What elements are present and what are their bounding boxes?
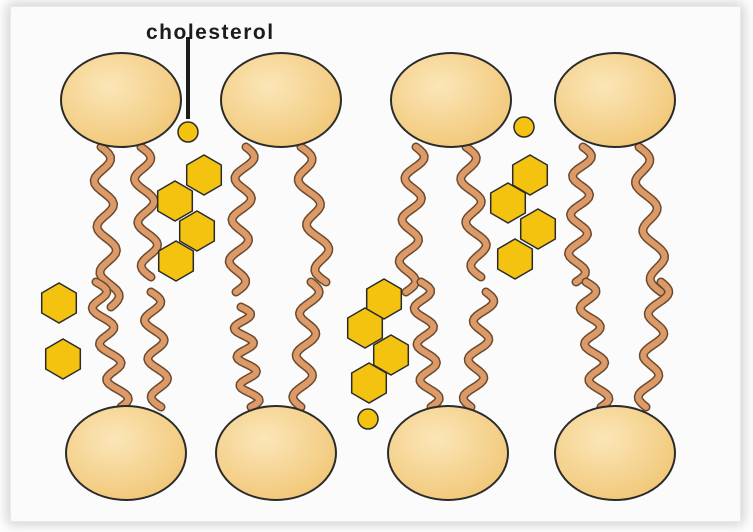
cholesterol-3-hydroxyl bbox=[358, 409, 378, 429]
cholesterol-1-hydroxyl bbox=[178, 122, 198, 142]
cholesterol-2-ring-3 bbox=[521, 209, 556, 249]
tail-top-1b bbox=[135, 147, 158, 277]
cholesterol-1-ring-2 bbox=[158, 181, 193, 221]
cholesterol-1-ring-3 bbox=[180, 211, 215, 251]
cholesterol-label: cholesterol bbox=[146, 21, 275, 44]
cholesterol-1-ring-4 bbox=[159, 241, 194, 281]
phospholipid-head-top-1 bbox=[61, 53, 181, 147]
cholesterol-2-ring-4 bbox=[498, 239, 533, 279]
phospholipid-head-top-4 bbox=[555, 53, 675, 147]
cholesterol-1-ring-1 bbox=[187, 155, 222, 195]
cholesterol-4-ring-2 bbox=[46, 339, 81, 379]
phospholipid-head-top-2 bbox=[221, 53, 341, 147]
lipid-bilayer-diagram: cholesterol bbox=[11, 7, 741, 522]
phospholipid-head-bottom-4 bbox=[555, 406, 675, 500]
phospholipid-head-bottom-2 bbox=[216, 406, 336, 500]
phospholipid-head-bottom-3 bbox=[388, 406, 508, 500]
image-frame: cholesterol bbox=[10, 6, 741, 522]
phospholipid-head-top-3 bbox=[391, 53, 511, 147]
cholesterol-2-hydroxyl bbox=[514, 117, 534, 137]
phospholipid-head-bottom-1 bbox=[66, 406, 186, 500]
cholesterol-4-ring-1 bbox=[42, 283, 77, 323]
